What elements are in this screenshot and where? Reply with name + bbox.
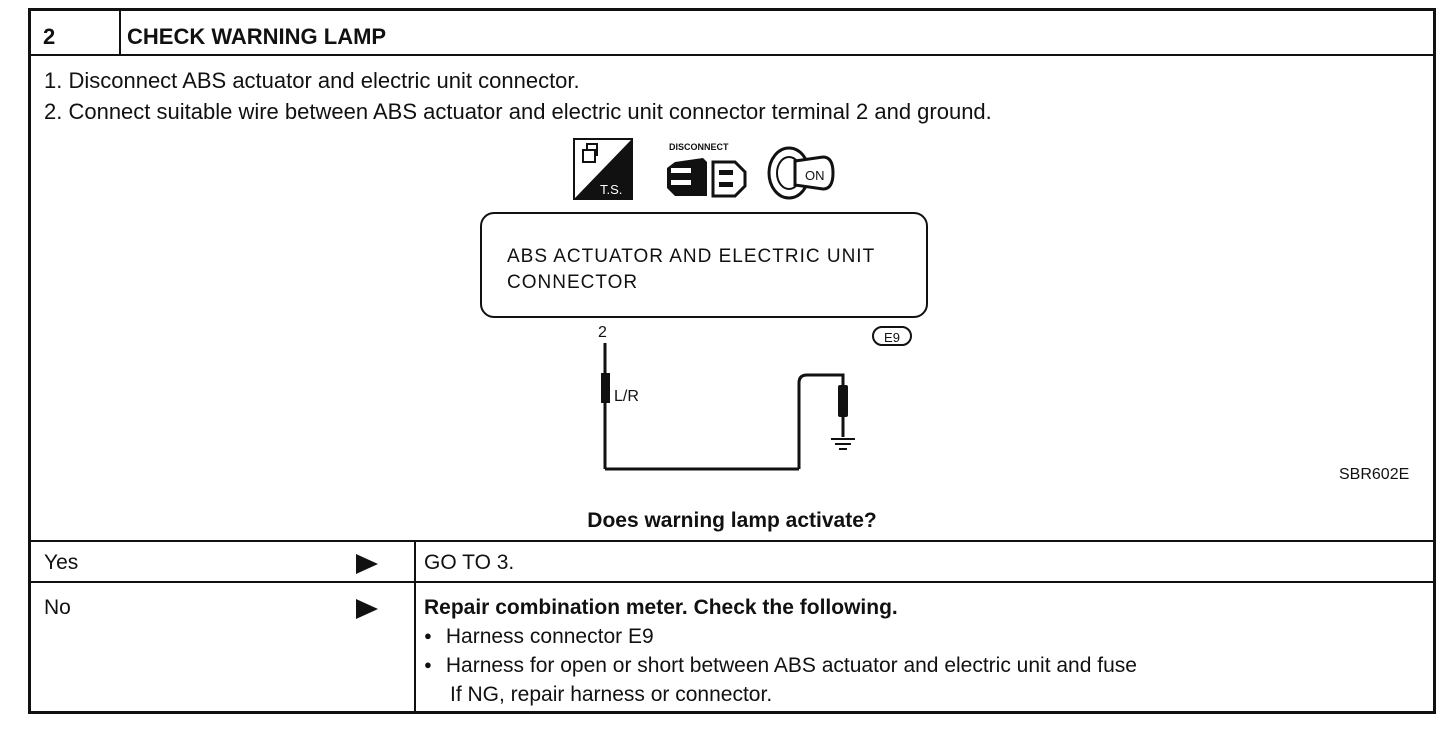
- tool-ts-icon: T.S.: [573, 138, 633, 200]
- result-row-separator: [31, 581, 1433, 583]
- disconnect-icon: DISCONNECT: [667, 142, 747, 198]
- disconnect-label: DISCONNECT: [669, 142, 729, 152]
- ignition-on-label: ON: [805, 168, 825, 183]
- instruction-1: 1. Disconnect ABS actuator and electric …: [44, 68, 580, 93]
- instruction-2: 2. Connect suitable wire between ABS act…: [44, 99, 992, 124]
- header-divider: [119, 11, 121, 54]
- connector-box: [480, 212, 928, 318]
- header-separator: [31, 54, 1433, 56]
- arrow-right-icon: [356, 554, 378, 574]
- check-item: Harness for open or short between ABS ac…: [424, 654, 1137, 678]
- connector-label-line2: CONNECTOR: [507, 272, 639, 293]
- action-yes: GO TO 3.: [424, 551, 515, 574]
- step-number: 2: [43, 24, 56, 49]
- action-no-note: If NG, repair harness or connector.: [450, 683, 773, 706]
- procedure-table: 2 CHECK WARNING LAMP 1. Disconnect ABS a…: [28, 8, 1436, 714]
- wiring-diagram: [601, 343, 855, 471]
- question-text: Does warning lamp activate?: [587, 509, 877, 532]
- answer-no: No: [44, 596, 71, 619]
- step-title: CHECK WARNING LAMP: [127, 24, 387, 49]
- question-separator: [31, 540, 1433, 542]
- connector-id-badge: E9: [872, 326, 912, 346]
- check-item: Harness connector E9: [424, 625, 654, 649]
- ts-label: T.S.: [600, 182, 622, 197]
- action-no-title: Repair combination meter. Check the foll…: [424, 596, 898, 619]
- wire-color-label: L/R: [614, 388, 639, 405]
- ignition-key-on-icon: ON: [767, 146, 835, 200]
- answer-yes: Yes: [44, 551, 79, 574]
- arrow-right-icon: [356, 599, 378, 619]
- results-column-divider: [414, 540, 416, 714]
- figure-code: SBR602E: [1339, 466, 1410, 483]
- terminal-number: 2: [598, 324, 607, 341]
- connector-label-line1: ABS ACTUATOR AND ELECTRIC UNIT: [507, 246, 876, 267]
